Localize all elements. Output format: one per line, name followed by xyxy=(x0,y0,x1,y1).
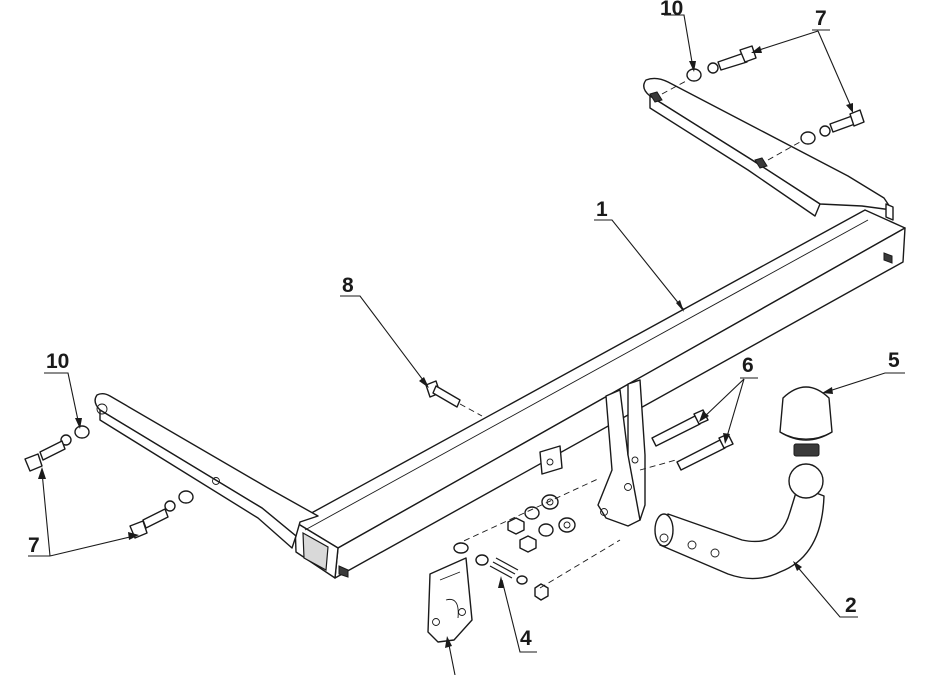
ball-bolts xyxy=(651,409,734,471)
assembly-lines xyxy=(454,459,677,589)
top-right-fasteners xyxy=(661,45,865,161)
callout-8: 8 xyxy=(342,274,354,297)
left-fasteners xyxy=(24,425,194,539)
callout-2: 2 xyxy=(845,594,857,617)
tow-ball-neck xyxy=(654,443,825,580)
callout-7-top: 7 xyxy=(815,7,827,30)
left-side-arm xyxy=(94,393,319,549)
callout-10-left: 10 xyxy=(46,350,69,373)
leader-lines xyxy=(28,14,905,675)
right-side-arm xyxy=(643,77,894,221)
callout-10-top: 10 xyxy=(660,0,683,20)
centre-mounting-bracket xyxy=(539,379,646,527)
callout-6: 6 xyxy=(742,354,754,377)
callout-7-left: 7 xyxy=(28,534,40,557)
callout-4: 4 xyxy=(520,627,532,650)
callout-5: 5 xyxy=(888,349,900,372)
nuts-and-washers xyxy=(453,494,576,601)
callout-labels: 1 2 4 5 6 7 7 8 10 10 xyxy=(28,0,900,650)
callout-1: 1 xyxy=(596,198,608,221)
tow-ball-cap xyxy=(779,386,833,441)
socket-plate xyxy=(427,557,473,643)
part-8-bolt xyxy=(425,380,483,417)
